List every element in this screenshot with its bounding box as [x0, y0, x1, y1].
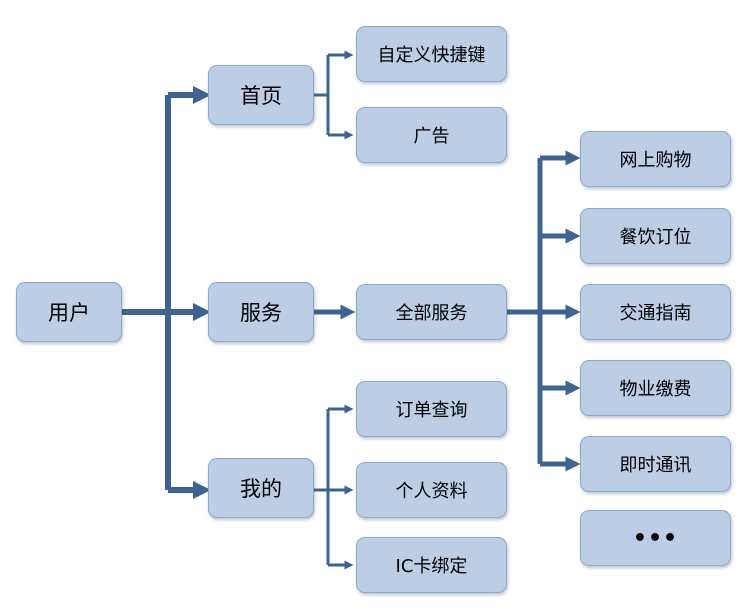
node-all-services: 全部服务 [356, 284, 507, 340]
node-online-shopping: 网上购物 [580, 131, 731, 187]
node-order-query: 订单查询 [356, 381, 507, 437]
node-traffic-guide: 交通指南 [580, 284, 731, 340]
node-ads: 广告 [356, 107, 507, 163]
node-custom-shortcut: 自定义快捷键 [356, 26, 507, 82]
node-service: 服务 [208, 282, 314, 342]
node-personal-info: 个人资料 [356, 462, 507, 518]
node-mine: 我的 [208, 458, 314, 518]
node-user: 用户 [16, 282, 122, 342]
node-home: 首页 [208, 65, 314, 125]
node-instant-messaging: 即时通讯 [580, 436, 731, 492]
node-ic-card-binding: IC卡绑定 [356, 537, 507, 593]
node-more-ellipsis: ••• [580, 510, 731, 566]
node-dining-reservation: 餐饮订位 [580, 208, 731, 264]
node-property-payment: 物业缴费 [580, 360, 731, 416]
